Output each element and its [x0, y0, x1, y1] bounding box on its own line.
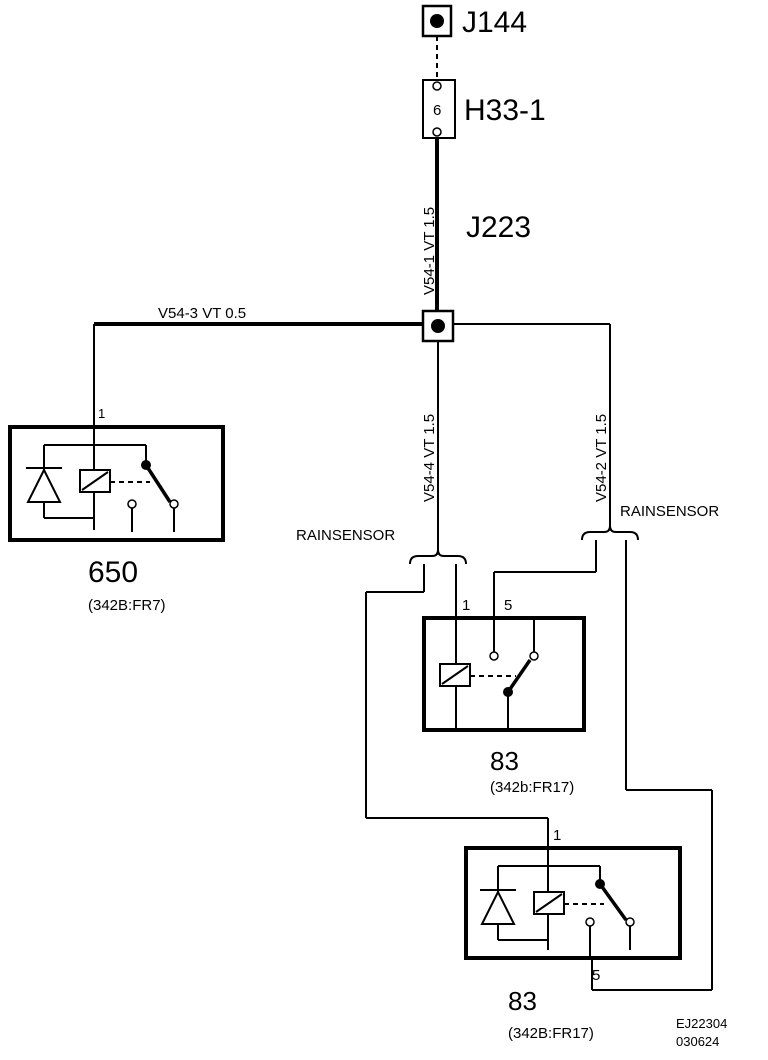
- splice-j223: [421, 309, 455, 343]
- relay-83-bottom-pin-1: 1: [553, 827, 561, 844]
- relay-650-ref: (342B:FR7): [88, 597, 166, 614]
- rainsensor-left-label: RAINSENSOR: [296, 527, 395, 544]
- fuse-h33-1: 6 H33-1: [422, 79, 546, 139]
- relay-83-middle-id: 83: [490, 746, 519, 776]
- rainsensor-right-brace: [581, 525, 639, 541]
- fuse-h33-1-label: H33-1: [464, 94, 546, 127]
- relay-650-pin-1: 1: [98, 406, 105, 421]
- relay-650-id: 650: [88, 556, 138, 589]
- relay-83-bottom-pin-5: 5: [592, 967, 600, 984]
- junction-j223-label: J223: [466, 211, 531, 244]
- fuse-pin-label: 6: [433, 102, 441, 119]
- relay-650: 1: [8, 406, 225, 542]
- rainsensor-right-label: RAINSENSOR: [620, 503, 719, 520]
- rainsensor-left-brace: [409, 549, 467, 565]
- relay-83-middle-pin-1: 1: [462, 597, 470, 614]
- connector-j144-label: J144: [462, 6, 527, 39]
- wire-v54-2-label: V54-2 VT 1.5: [593, 414, 610, 502]
- relay-83-bottom-ref: (342B:FR17): [508, 1025, 594, 1042]
- relay-83-middle-pin-5: 5: [504, 597, 512, 614]
- wire-v54-4-label: V54-4 VT 1.5: [421, 414, 438, 502]
- relay-83-bottom: 1 5: [464, 827, 682, 984]
- relay-83-middle: 1 5: [422, 597, 586, 732]
- connector-j144: J144: [421, 4, 527, 39]
- relay-83-middle-ref: (342b:FR17): [490, 779, 574, 796]
- relay-83-bottom-id: 83: [508, 986, 537, 1016]
- wire-v54-3-label: V54-3 VT 0.5: [158, 305, 246, 322]
- figure-date: 030624: [676, 1034, 719, 1049]
- wire-v54-1-label: V54-1 VT 1.5: [421, 207, 438, 295]
- figure-code: EJ22304: [676, 1016, 727, 1031]
